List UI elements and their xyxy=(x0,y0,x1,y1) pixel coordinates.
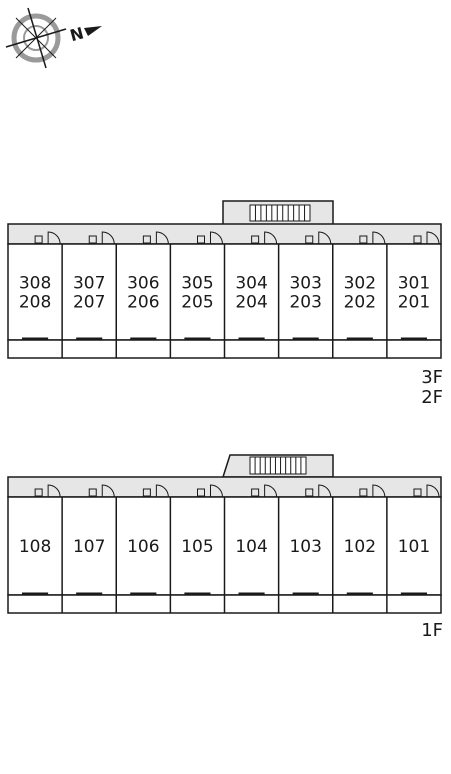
meter-box-icon xyxy=(34,235,43,244)
stair-steps xyxy=(254,457,302,474)
unit-number: 104 xyxy=(235,537,267,557)
compass-inner-ring xyxy=(23,25,49,51)
door-icon xyxy=(372,484,386,498)
meter-box-icon xyxy=(197,235,205,244)
floor-label-1f: 1F xyxy=(421,620,443,641)
door-icon xyxy=(155,484,169,498)
door-icon xyxy=(318,231,332,245)
compass-outer-ring xyxy=(11,13,61,63)
floor-label-2f: 2F xyxy=(421,387,443,408)
meter-box-icon xyxy=(251,488,260,497)
unit-number: 105 xyxy=(181,537,213,557)
door-icon xyxy=(47,484,61,498)
door-icon xyxy=(372,231,386,245)
door-icon xyxy=(101,231,115,245)
unit-number: 304 xyxy=(235,274,267,294)
unit-number: 208 xyxy=(19,293,51,313)
unit-number: 205 xyxy=(181,293,213,313)
corridor xyxy=(7,476,442,498)
door-icon xyxy=(264,484,278,498)
meter-box-icon xyxy=(251,235,260,244)
door-icon xyxy=(210,231,223,245)
compass-axis xyxy=(15,17,57,59)
unit-number: 303 xyxy=(289,274,321,294)
unit-number: 203 xyxy=(289,293,321,313)
unit-number: 307 xyxy=(73,274,105,294)
door-icon xyxy=(426,484,440,498)
meter-box-icon xyxy=(142,235,151,244)
unit-number: 306 xyxy=(127,274,159,294)
unit-number: 102 xyxy=(344,537,376,557)
door-icon xyxy=(426,231,440,245)
meter-box-icon xyxy=(359,488,368,497)
door-icon xyxy=(264,231,278,245)
unit-number: 103 xyxy=(289,537,321,557)
unit-number: 302 xyxy=(344,274,376,294)
unit-number: 204 xyxy=(235,293,267,313)
unit-number: 301 xyxy=(398,274,430,294)
stair-steps xyxy=(254,205,306,221)
meter-box-icon xyxy=(88,235,97,244)
meter-box-icon xyxy=(142,488,151,497)
meter-box-icon xyxy=(359,235,368,244)
meter-box-icon xyxy=(197,488,205,497)
unit-number: 206 xyxy=(127,293,159,313)
door-icon xyxy=(318,484,332,498)
meter-box-icon xyxy=(34,488,43,497)
door-icon xyxy=(101,484,115,498)
door-icon xyxy=(210,484,223,498)
north-arrow-icon xyxy=(84,26,102,36)
door-icon xyxy=(155,231,169,245)
north-label: N xyxy=(68,23,86,45)
stair-icon xyxy=(249,456,307,475)
unit-number: 201 xyxy=(398,293,430,313)
meter-box-icon xyxy=(413,235,422,244)
meter-box-icon xyxy=(88,488,97,497)
unit-number: 305 xyxy=(181,274,213,294)
corridor xyxy=(7,223,442,245)
meter-box-icon xyxy=(305,488,314,497)
unit-number: 101 xyxy=(398,537,430,557)
compass-rose-icon: N xyxy=(5,7,102,69)
unit-number: 202 xyxy=(344,293,376,313)
unit-number: 106 xyxy=(127,537,159,557)
ground-floor-block: 108 107 106 105 104 103 102 101 1F xyxy=(7,454,443,641)
meter-box-icon xyxy=(413,488,422,497)
upper-floor-block: 3082083072073062063052053042043032033022… xyxy=(7,200,443,408)
floor-label-3f: 3F xyxy=(421,367,443,388)
meter-box-icon xyxy=(305,235,314,244)
unit-number: 108 xyxy=(19,537,51,557)
unit-number: 308 xyxy=(19,274,51,294)
stair-icon xyxy=(249,204,311,222)
unit-number: 207 xyxy=(73,293,105,313)
unit-number: 107 xyxy=(73,537,105,557)
door-icon xyxy=(47,231,61,245)
